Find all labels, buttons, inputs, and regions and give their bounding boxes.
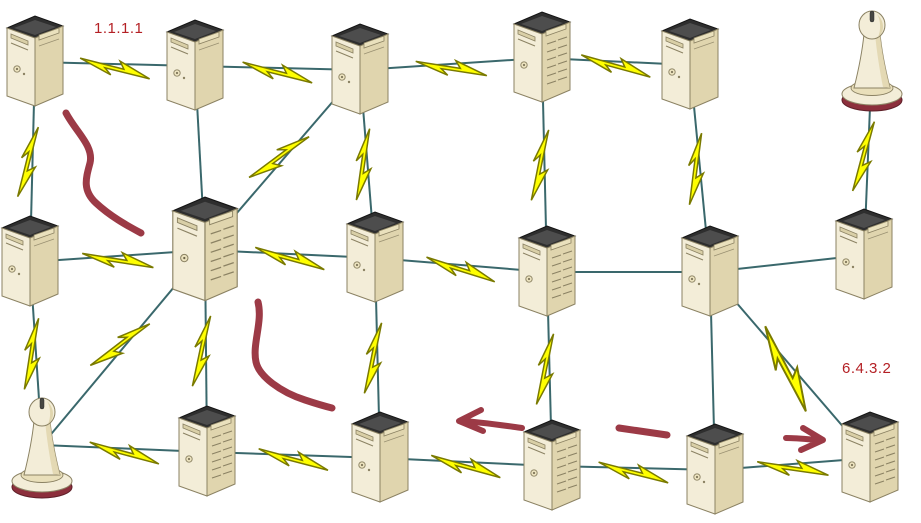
pc-icon xyxy=(835,208,893,300)
link-a3-a4 xyxy=(359,57,543,71)
bolt-a6-b6 xyxy=(851,120,876,193)
node-b1 xyxy=(1,215,59,307)
pc-icon xyxy=(166,19,224,111)
node-b4 xyxy=(518,225,576,317)
node-c5 xyxy=(686,423,744,515)
links-layer xyxy=(29,57,873,471)
pc-icon xyxy=(661,18,719,110)
route-mark-1 xyxy=(62,109,145,237)
node-c4 xyxy=(523,419,581,511)
bolt-b1-b2 xyxy=(81,247,155,274)
node-b5 xyxy=(681,225,739,317)
bolt-c5-c6 xyxy=(756,455,830,482)
pawn-icon xyxy=(841,10,903,112)
node-b6 xyxy=(835,208,893,300)
link-c2-c3 xyxy=(206,451,381,459)
server-icon xyxy=(178,405,236,497)
node-b2 xyxy=(172,196,238,302)
pc-icon xyxy=(681,225,739,317)
bolt-a4-b4 xyxy=(528,129,552,202)
bolt-b3-c3 xyxy=(361,322,385,395)
bolt-b5-c6 xyxy=(745,325,826,413)
bolt-b2-c2 xyxy=(190,315,213,387)
server-icon xyxy=(518,225,576,317)
bolt-c2-c3 xyxy=(257,448,330,471)
bolt-a3-b2 xyxy=(248,123,310,191)
node-c1 xyxy=(11,397,73,499)
node-a4 xyxy=(513,11,571,103)
pc-icon xyxy=(331,23,389,115)
bolt-b4-c4 xyxy=(533,333,557,406)
node-a5 xyxy=(661,18,719,110)
node-c3 xyxy=(351,411,409,503)
bolt-a4-a5 xyxy=(579,54,652,78)
link-c3-c4 xyxy=(379,457,553,467)
bolt-c3-c4 xyxy=(429,454,502,479)
server-icon xyxy=(172,196,238,302)
bolt-a3-a4 xyxy=(414,55,488,82)
node-a1 xyxy=(6,15,64,107)
route-mark-3 xyxy=(615,424,671,439)
route-arrow-2 xyxy=(783,425,826,453)
bolt-a1-a2 xyxy=(78,57,151,80)
route-arrow-1 xyxy=(456,407,525,434)
bolt-b1-c1 xyxy=(18,317,45,391)
bolt-a3-b3 xyxy=(349,127,377,201)
server-icon xyxy=(523,419,581,511)
bolt-a1-b1 xyxy=(16,125,40,198)
pc-icon xyxy=(6,15,64,107)
pawn-icon xyxy=(11,397,73,499)
bolt-c4-c5 xyxy=(597,461,670,484)
label-source-ip: 1.1.1.1 xyxy=(94,20,144,37)
server-icon xyxy=(513,11,571,103)
node-c6 xyxy=(841,411,899,503)
server-icon xyxy=(841,411,899,503)
bolt-b2-b3 xyxy=(253,246,326,271)
pc-icon xyxy=(351,411,409,503)
bolt-a2-a3 xyxy=(241,61,314,84)
route-mark-2 xyxy=(251,298,336,412)
bolt-a5-b5 xyxy=(681,132,710,206)
node-c2 xyxy=(178,405,236,497)
bolt-b2-c1 xyxy=(89,310,151,379)
annotations-layer xyxy=(62,109,826,453)
node-b3 xyxy=(346,211,404,303)
label-dest-ip: 6.4.3.2 xyxy=(842,360,892,377)
bolt-c1-c2 xyxy=(88,441,161,465)
pc-icon xyxy=(686,423,744,515)
node-a3 xyxy=(331,23,389,115)
pc-icon xyxy=(346,211,404,303)
link-b3-b4 xyxy=(374,257,548,273)
node-a6 xyxy=(841,10,903,112)
pc-icon xyxy=(1,215,59,307)
bolt-b3-b4 xyxy=(424,256,498,283)
node-a2 xyxy=(166,19,224,111)
